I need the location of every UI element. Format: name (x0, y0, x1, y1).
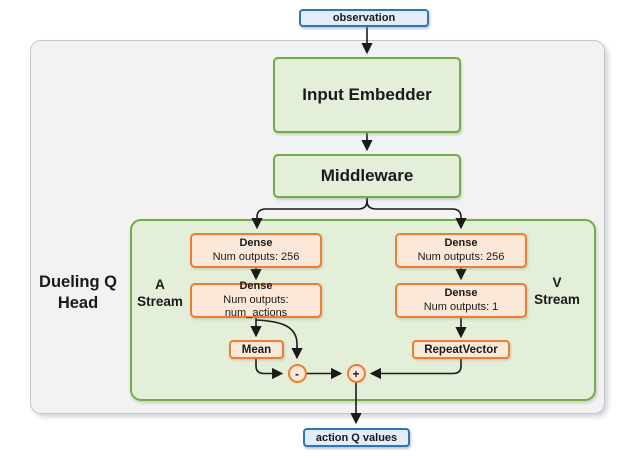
dense-v2-title: Dense (444, 287, 478, 299)
a-stream-line2: Stream (137, 294, 183, 309)
edge-dense-a2-to-minus (255, 319, 303, 360)
input-embedder-node: Input Embedder (273, 57, 461, 133)
dueling-q-head-line1: Dueling Q (39, 273, 117, 291)
edge-middleware-to-dense-a1 (251, 197, 368, 230)
middleware-node: Middleware (273, 154, 461, 198)
action-q-values-label: action Q values (315, 431, 398, 444)
dueling-q-head-line2: Head (57, 294, 99, 312)
dense-a2-node: Dense Num outputs: num_actions (190, 280, 322, 320)
dense-a1-title: Dense (239, 237, 273, 249)
minus-op-symbol: - (295, 366, 299, 381)
mean-label: Mean (241, 343, 272, 356)
repeat-vector-node: RepeatVector (412, 340, 510, 359)
dense-a1-subtitle: Num outputs: 256 (212, 250, 300, 263)
observation-label: observation (332, 12, 396, 24)
v-stream-line1: V (552, 275, 562, 290)
a-stream-line1: A (155, 277, 165, 292)
minus-op-node: - (287, 364, 307, 383)
edge-mean-to-minus (255, 358, 284, 380)
dense-v1-title: Dense (444, 237, 478, 249)
a-stream-label: A Stream (125, 276, 195, 310)
mean-node: Mean (229, 340, 284, 359)
edge-repeatvector-to-plus (369, 358, 462, 380)
dense-a2-title: Dense (239, 280, 273, 293)
action-q-values-node: action Q values (303, 428, 410, 447)
dense-a2-subtitle: Num outputs: num_actions (223, 293, 289, 320)
dueling-q-head-label: Dueling Q Head (32, 272, 124, 314)
observation-node: observation (299, 9, 429, 27)
middleware-label: Middleware (320, 166, 414, 185)
edge-middleware-to-dense-v1 (366, 197, 467, 230)
dense-v1-node: Dense Num outputs: 256 (395, 233, 527, 268)
input-embedder-label: Input Embedder (302, 85, 432, 104)
dense-a1-node: Dense Num outputs: 256 (190, 233, 322, 268)
repeat-vector-label: RepeatVector (424, 343, 498, 356)
plus-op-symbol: + (352, 366, 360, 381)
v-stream-label: V Stream (521, 274, 593, 308)
dense-v2-node: Dense Num outputs: 1 (395, 283, 527, 318)
dense-v2-subtitle: Num outputs: 1 (423, 300, 499, 313)
dense-v1-subtitle: Num outputs: 256 (417, 250, 505, 263)
v-stream-line2: Stream (534, 292, 580, 307)
plus-op-node: + (346, 364, 366, 383)
